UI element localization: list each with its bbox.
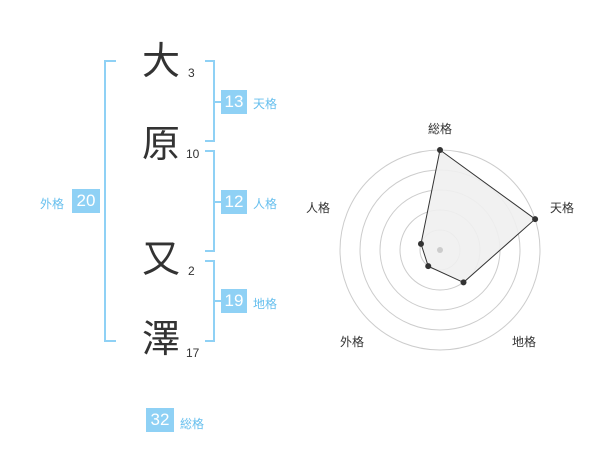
name-char-3: 又 <box>142 237 181 281</box>
gaikaku-label: 外格 <box>40 197 65 211</box>
radar-point-4 <box>417 240 424 247</box>
soukaku-label: 総格 <box>180 417 205 431</box>
tenkaku-connector <box>215 101 221 103</box>
tenkaku-value: 13 <box>221 90 247 114</box>
jinkaku-label: 人格 <box>253 197 278 211</box>
chikaku-connector <box>215 300 221 302</box>
stroke-count-4: 17 <box>186 346 200 360</box>
jinkaku-value: 12 <box>221 190 247 214</box>
jinkaku-bracket <box>205 150 215 252</box>
chikaku-value: 19 <box>221 289 247 313</box>
radar-label-chikaku: 地格 <box>512 334 536 349</box>
tenkaku-label: 天格 <box>253 97 278 111</box>
radar-point-1 <box>532 216 539 223</box>
stroke-count-2: 10 <box>186 147 200 161</box>
gaikaku-value: 20 <box>72 189 100 213</box>
chikaku-bracket <box>205 260 215 342</box>
name-char-1: 大 <box>142 39 181 83</box>
radar-point-3 <box>425 263 432 270</box>
radar-polygon <box>420 149 536 283</box>
stroke-count-3: 2 <box>188 264 195 278</box>
gaikaku-bracket <box>104 60 116 342</box>
radar-label-jinkaku: 人格 <box>306 200 330 215</box>
name-char-4: 澤 <box>142 317 181 361</box>
radar-point-2 <box>460 279 467 286</box>
radar-point-0 <box>437 147 443 153</box>
chikaku-label: 地格 <box>253 297 278 311</box>
stroke-count-1: 3 <box>188 66 195 80</box>
jinkaku-connector <box>215 201 221 203</box>
radar-label-soukaku: 総格 <box>428 121 452 136</box>
radar-label-tenkaku: 天格 <box>550 200 574 215</box>
soukaku-value: 32 <box>146 408 174 432</box>
tenkaku-bracket <box>205 60 215 142</box>
radar-center <box>437 247 443 253</box>
radar-label-gaikaku: 外格 <box>340 334 364 349</box>
name-char-2: 原 <box>142 122 181 166</box>
